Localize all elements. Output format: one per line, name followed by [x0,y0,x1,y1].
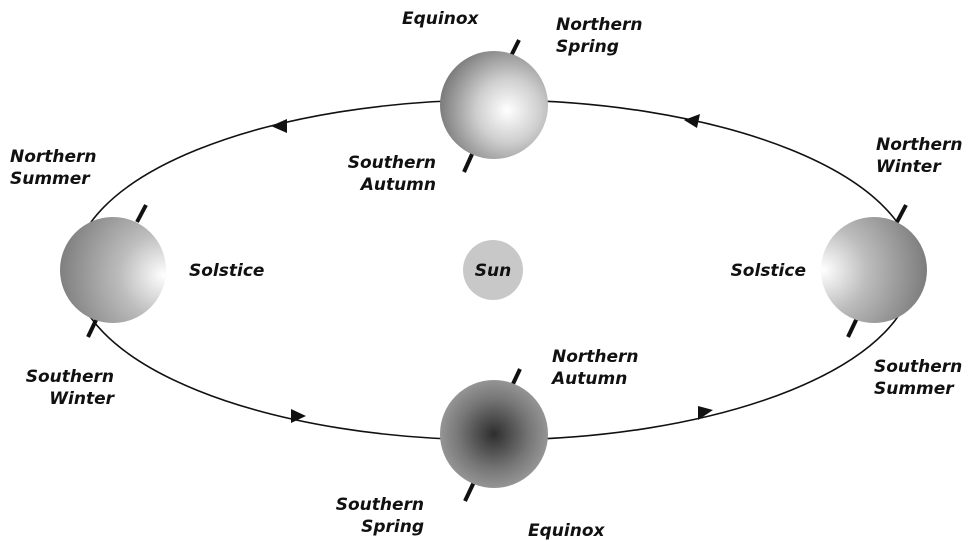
bottom-equinox-label: Equinox [528,521,605,541]
left-northern-label-1: Northern [10,147,97,167]
bottom-southern-label-1: Southern [336,495,424,515]
planet-top-globe [440,51,548,159]
orbit-arrow-top-right [684,114,700,128]
planet-right-axis-north [895,204,908,223]
planet-left [60,204,166,338]
planet-right-axis-south [846,317,859,338]
planet-left-axis-north [135,204,148,223]
right-southern-label-1: Southern [874,357,962,377]
planet-top-axis-south [462,151,475,173]
left-solstice-label: Solstice [189,261,264,281]
planet-bottom-globe [440,380,548,488]
planet-right [821,204,927,338]
left-northern-label-2: Summer [10,169,91,189]
right-northern-label-2: Winter [876,157,942,177]
top-southern-label-2: Autumn [359,175,436,195]
planet-right-globe [821,217,927,323]
planet-bottom-axis-north [510,368,522,387]
bottom-northern-label-1: Northern [552,347,639,367]
right-northern-label-1: Northern [876,135,963,155]
right-solstice-label: Solstice [731,261,806,281]
orbit-arrow-bottom-left [291,409,306,423]
right-southern-label-2: Summer [874,379,955,399]
left-southern-label-1: Southern [26,367,114,387]
planet-top [440,39,548,173]
sun-label: Sun [475,261,511,281]
top-equinox-label: Equinox [402,9,479,29]
bottom-southern-label-2: Spring [361,517,424,537]
bottom-northern-label-2: Autumn [550,369,627,389]
orbit-arrow-top-left [271,119,287,133]
orbit-arrow-bottom-right [698,406,713,420]
top-northern-label-2: Spring [556,37,619,57]
left-southern-label-2: Winter [49,389,115,409]
top-southern-label-1: Southern [348,153,436,173]
sun [463,240,523,300]
top-northern-label-1: Northern [556,15,643,35]
planet-bottom-axis-south [463,481,476,502]
planet-left-axis-south [86,317,99,338]
planet-bottom [440,368,548,502]
planet-left-globe [60,217,166,323]
